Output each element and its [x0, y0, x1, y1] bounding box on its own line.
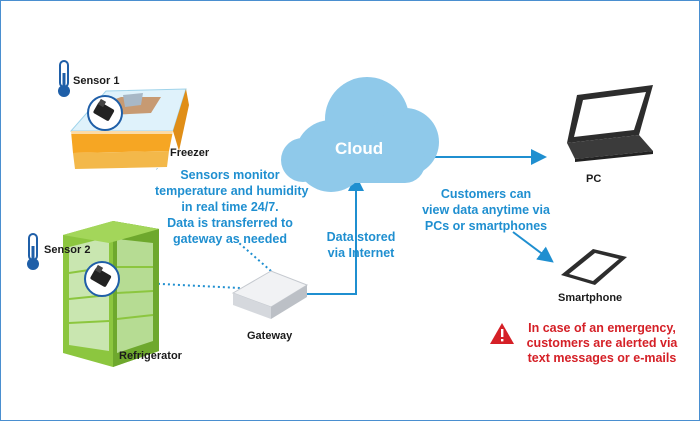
note-line: view data anytime via [422, 203, 550, 217]
warning-icon [490, 323, 514, 344]
note-line: Customers can [440, 187, 532, 201]
note-line: In case of an emergency, [528, 321, 676, 335]
data-stored-note: Data stored via Internet [318, 229, 404, 261]
note-line: Data stored [326, 230, 396, 244]
note-line: Data is transferred to [167, 216, 293, 230]
freezer-label: Freezer [170, 147, 210, 159]
pc-label: PC [586, 173, 602, 185]
sensor-device-icon [87, 95, 123, 131]
note-line: Sensors monitor [180, 168, 280, 182]
cloud-icon [281, 77, 439, 192]
refrigerator-label: Refrigerator [119, 350, 182, 362]
note-line: gateway as needed [173, 232, 287, 246]
customers-view-note: Customers can view data anytime via PCs … [411, 186, 561, 234]
note-line: PCs or smartphones [424, 219, 548, 233]
smartphone-label: Smartphone [558, 292, 623, 304]
gateway-label: Gateway [247, 330, 293, 342]
note-line: customers are alerted via [526, 336, 678, 350]
sensor-device-icon [84, 261, 120, 297]
thermometer-icon [58, 60, 70, 97]
note-line: via Internet [327, 246, 395, 260]
arrow-gateway-to-cloud [306, 175, 364, 295]
laptop-icon [567, 85, 653, 162]
sensors-monitor-note: Sensors monitor temperature and humidity… [155, 167, 309, 247]
cloud-label: Cloud [335, 139, 384, 158]
sensor-2-label: Sensor 2 [44, 244, 91, 256]
smartphone-icon [561, 249, 627, 285]
note-line: in real time 24/7. [181, 200, 279, 214]
gateway-router-icon [231, 270, 309, 319]
arrow-to-smartphone [512, 231, 554, 263]
thermometer-icon [27, 233, 39, 270]
note-line: text messages or e-mails [527, 351, 677, 365]
dotted-connector-gateway [238, 242, 272, 272]
emergency-alert-note: In case of an emergency, customers are a… [518, 321, 686, 366]
note-line: temperature and humidity [155, 184, 309, 198]
sensor-1-label: Sensor 1 [73, 75, 120, 87]
